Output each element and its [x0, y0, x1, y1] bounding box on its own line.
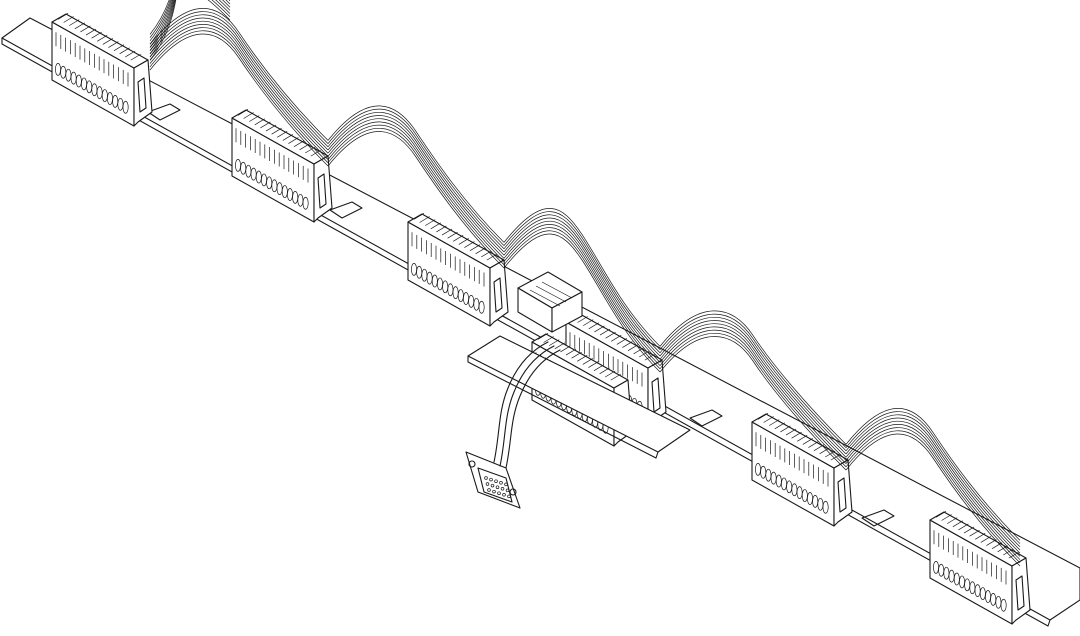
dsub-pin	[492, 489, 496, 494]
edge-connector	[231, 109, 333, 223]
dsub-pin	[485, 482, 490, 486]
dsub-pin	[499, 481, 503, 485]
dsub-pin	[489, 477, 493, 482]
dsub-pin	[505, 488, 510, 493]
dsub-pin	[500, 487, 505, 491]
edge-connector	[929, 511, 1031, 625]
header-connector	[517, 271, 583, 333]
dsub-pin	[502, 493, 506, 497]
ribbon-cables	[149, 0, 1021, 567]
edge-connector	[51, 13, 153, 127]
ribbon-cable	[149, 0, 231, 61]
dsub-pin	[494, 479, 498, 483]
ribbon-cable	[845, 408, 1021, 567]
dsub-pin	[484, 476, 488, 480]
edge-connector	[407, 213, 509, 327]
dsub-pin	[504, 482, 508, 487]
ribbon-cable	[149, 8, 329, 167]
dsub-pin	[487, 488, 491, 492]
dsub-connector	[465, 341, 561, 509]
dsub-pin	[490, 483, 495, 488]
daughter-board	[467, 335, 691, 459]
edge-connector	[751, 413, 853, 527]
dsub-pin	[497, 491, 501, 495]
ribbon-cable	[327, 105, 505, 269]
dsub-pin	[495, 485, 500, 489]
ribbon-cable	[503, 208, 661, 373]
dsub-pin	[507, 494, 511, 499]
ribbon-cable	[659, 310, 847, 471]
